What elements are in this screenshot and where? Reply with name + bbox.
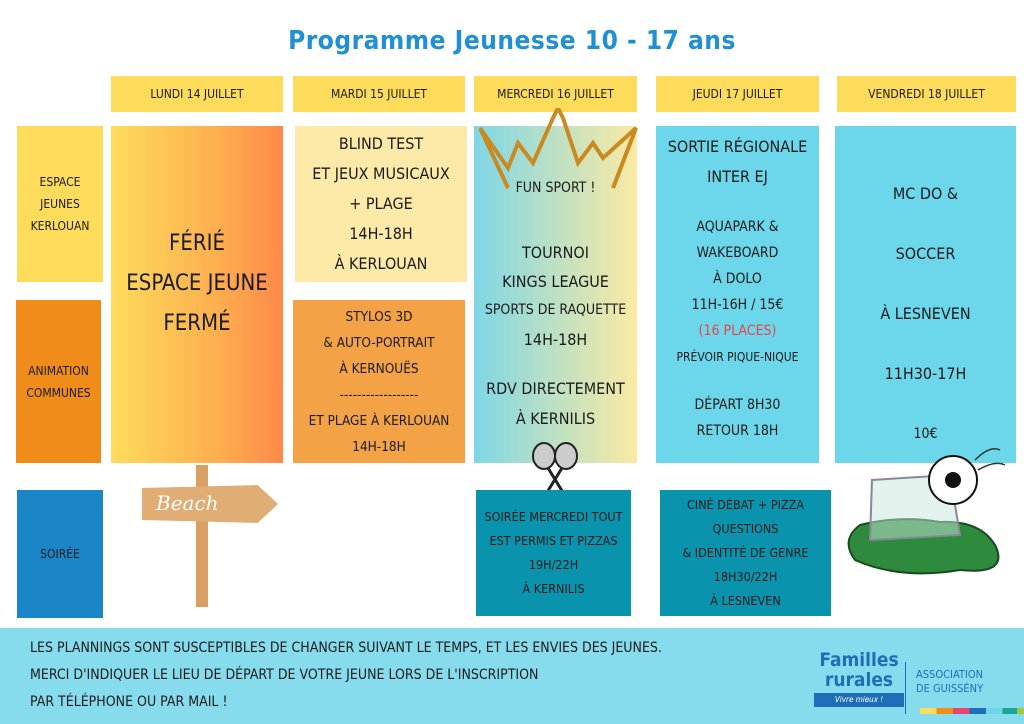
mardi-line: + plage: [349, 194, 413, 213]
row-label-line: Jeunes: [40, 197, 80, 211]
crown-icon: [478, 108, 638, 189]
mardi-line: Blind test: [338, 134, 424, 153]
row-label-line: Espace: [39, 175, 81, 189]
day-header-jeudi: Jeudi 17 juillet: [656, 76, 819, 112]
jeudi-activity: Wakeboard: [696, 245, 779, 261]
association-line: Association: [916, 668, 984, 681]
row-label-soiree: Soirée: [17, 490, 103, 618]
jeudi-soiree-line: questions: [712, 521, 779, 536]
jeudi-soiree-line: & identité de genre: [682, 545, 809, 560]
jeudi-activity: Aquapark &: [696, 219, 779, 235]
mercredi-soiree-line: est permis et pizzas: [489, 533, 618, 548]
mardi-line: et jeux musicaux: [312, 164, 450, 183]
footer-banner: Les plannings sont susceptibles de chang…: [0, 628, 1024, 724]
vendredi-line: MC DO &: [892, 184, 959, 203]
row-label-animation: Animation Communes: [16, 300, 101, 463]
jeudi-places: (16 places): [698, 323, 777, 339]
logo-divider: [905, 662, 906, 714]
jeudi-note: Prévoir pique-nique: [676, 350, 799, 364]
familles-rurales-logo: Familles rurales Vivre mieux !: [814, 650, 904, 707]
vendredi-line: Soccer: [895, 244, 956, 263]
logo-name: rurales: [824, 669, 894, 691]
mercredi-rdv: à Kernilis: [515, 409, 596, 428]
day-header-lundi: Lundi 14 juillet: [111, 76, 283, 112]
jeudi-soiree-line: 18H30/22H: [713, 569, 778, 584]
association-label: Association de Guissény: [916, 668, 983, 696]
day-header-vendredi: Vendredi 18 juillet: [837, 76, 1016, 112]
logo-tagline: Vivre mieux !: [814, 693, 904, 707]
mercredi-soiree-cell: Soirée mercredi tout est permis et pizza…: [476, 490, 631, 616]
logo-name: Familles: [819, 649, 899, 671]
jeudi-soiree-cell: Ciné débat + pizza questions & identité …: [660, 490, 831, 616]
page-title: Programme Jeunesse 10 - 17 ans: [288, 26, 736, 56]
association-line: de Guissény: [916, 682, 984, 695]
jeudi-time: Départ 8H30: [694, 397, 781, 413]
lundi-line: Férié: [169, 231, 225, 256]
vendredi-line: 10€: [913, 426, 938, 442]
mercredi-line: Sports de raquette: [484, 302, 627, 318]
jeudi-activity: à Dolo: [713, 271, 762, 287]
row-label-espace-jeunes: Espace Jeunes Kerlouan: [17, 126, 103, 282]
day-header-mercredi: Mercredi 16 juillet: [474, 76, 637, 112]
jeudi-time: Retour 18H: [696, 423, 779, 439]
mercredi-soiree-line: 19H/22H: [528, 557, 579, 572]
mardi-line: et plage à Kerlouan: [308, 412, 450, 429]
mardi-line: Stylos 3D: [345, 308, 413, 325]
footer-line: Les plannings sont susceptibles de chang…: [30, 640, 662, 656]
row-label-line: Animation: [28, 363, 89, 378]
footer-line: Merci d'indiquer le lieu de départ de vo…: [30, 667, 539, 683]
logo-color-bar: [920, 708, 1024, 714]
mercredi-soiree-line: Soirée mercredi tout: [484, 509, 623, 524]
jeudi-activity: 11H-16H / 15€: [691, 297, 784, 313]
mardi-line: ------------------: [339, 386, 419, 403]
row-label-line: Kerlouan: [30, 219, 90, 233]
jeudi-line: Sortie régionale: [667, 137, 808, 156]
tennis-rackets-icon: [532, 442, 578, 495]
mardi-bottom-cell: Stylos 3D & auto-portrait à Kernouës ---…: [293, 300, 465, 463]
mercredi-line: Kings League: [502, 272, 609, 291]
mercredi-line: Tournoi: [522, 243, 589, 262]
soccer-goal-icon: [847, 448, 1006, 575]
lundi-line: Fermé: [163, 311, 231, 336]
day-header-mardi: Mardi 15 juillet: [293, 76, 465, 112]
mercredi-soiree-line: à Kernilis: [522, 581, 585, 596]
mardi-top-cell: Blind test et jeux musicaux + plage 14H-…: [295, 126, 467, 282]
lundi-line: Espace jeune: [126, 271, 268, 296]
beach-sign: Beach: [142, 485, 278, 523]
vendredi-line: 11H30-17H: [884, 364, 967, 383]
mercredi-cell: Fun sport ! Tournoi Kings League Sports …: [474, 108, 638, 463]
footer-line: par téléphone ou par mail !: [30, 694, 228, 710]
jeudi-line: Inter EJ: [707, 167, 768, 186]
fun-sport-badge: Fun sport !: [515, 180, 596, 196]
jeudi-cell: Sortie régionale Inter EJ Aquapark & Wak…: [656, 126, 819, 463]
mardi-line: à Kerlouan: [334, 254, 428, 273]
jeudi-soiree-line: à Lesneven: [710, 593, 781, 608]
vendredi-line: à Lesneven: [880, 304, 971, 323]
mardi-line: 14H-18H: [352, 438, 406, 455]
vendredi-cell: MC DO & Soccer à Lesneven 11H30-17H 10€: [835, 126, 1016, 463]
mardi-line: à Kernouës: [339, 360, 419, 377]
mardi-line: & auto-portrait: [323, 334, 435, 351]
row-label-line: Communes: [26, 385, 91, 400]
jeudi-soiree-line: Ciné débat + pizza: [686, 497, 805, 512]
lundi-cell: Férié Espace jeune Fermé: [111, 126, 283, 463]
beach-sign-post: [196, 465, 208, 607]
mercredi-line: 14H-18H: [523, 330, 588, 349]
mardi-line: 14H-18H: [349, 224, 413, 243]
mercredi-rdv: RDV directement: [486, 379, 625, 398]
